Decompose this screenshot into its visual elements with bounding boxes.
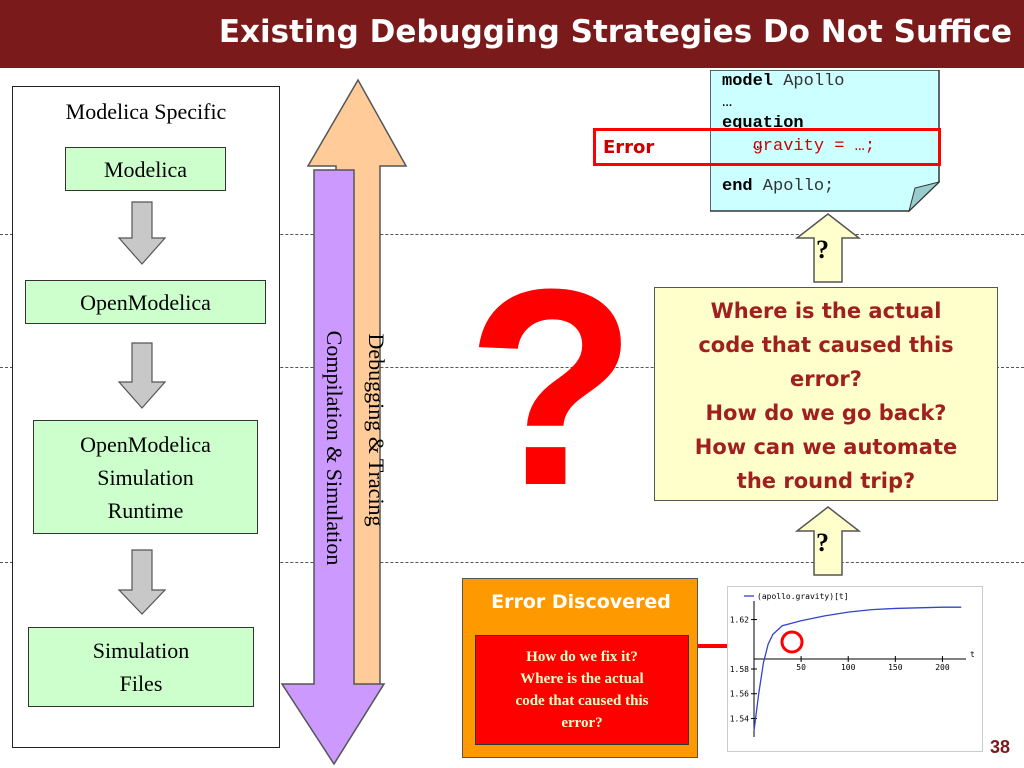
stage-modelica: Modelica — [65, 147, 226, 191]
slide-title: Existing Debugging Strategies Do Not Suf… — [218, 14, 1012, 50]
divider-line-1 — [0, 234, 1024, 235]
stage-label: Modelica — [103, 156, 188, 182]
question-line: How do we go back? — [705, 401, 947, 425]
y-tick-label: 1.58 — [730, 665, 749, 674]
x-axis-label: t — [970, 650, 975, 659]
question-up-arrow-top — [795, 213, 861, 283]
error-discovered-questions: How do we fix it? Where is the actual co… — [475, 635, 689, 745]
keyword-end: end — [722, 177, 753, 196]
question-mark-bottom: ? — [816, 528, 829, 557]
code-ellipsis: … — [722, 135, 763, 154]
error-question-line: Where is the actual — [520, 671, 644, 687]
y-tick-label: 1.62 — [730, 616, 749, 625]
x-tick-label: 200 — [935, 663, 950, 672]
divider-line-2 — [0, 367, 1024, 368]
down-arrow-3 — [117, 549, 167, 615]
error-circle-marker — [780, 630, 804, 654]
code-note — [710, 70, 940, 212]
question-line: How can we automate — [694, 435, 958, 459]
big-question-mark: ? — [466, 232, 638, 544]
error-highlight-box — [593, 128, 941, 166]
down-arrow-1 — [117, 201, 167, 265]
question-mark-top: ? — [816, 235, 829, 264]
title-bar — [0, 0, 1024, 68]
y-tick-label: 1.56 — [730, 690, 749, 699]
question-line: Where is the actual — [710, 299, 942, 323]
keyword-model: model — [722, 72, 774, 91]
question-line: code that caused this — [698, 333, 954, 357]
question-line: error? — [790, 367, 862, 391]
question-line: the round trip? — [736, 469, 916, 493]
process-arrows — [280, 78, 408, 766]
question-up-arrow-bottom — [795, 506, 861, 576]
question-box: Where is the actual code that caused thi… — [654, 287, 998, 501]
code-ellipsis: … — [722, 93, 733, 112]
gravity-plot: 50 100 150 200 t 1.62 1.58 1.56 1.54 (apollo.grav… — [727, 586, 983, 752]
end-model-name: Apollo; — [752, 177, 835, 196]
stage-arrows — [117, 201, 167, 615]
compilation-down-arrow — [280, 169, 386, 766]
x-tick-label: 100 — [841, 663, 856, 672]
error-discovered-panel: Error Discovered How do we fix it? Where… — [462, 578, 698, 758]
x-tick-label: 150 — [888, 663, 903, 672]
error-label: Error — [603, 137, 655, 158]
x-tick-label: 50 — [796, 663, 806, 672]
stage-label: Simulation Files — [92, 638, 190, 696]
error-question-line: How do we fix it? — [526, 649, 638, 665]
error-question-line: code that caused this — [515, 693, 649, 709]
down-arrow-2 — [117, 342, 167, 409]
stage-simulation-runtime: OpenModelica Simulation Runtime — [33, 420, 258, 534]
legend-label: (apollo.gravity)[t] — [757, 592, 849, 601]
divider-line-3 — [0, 562, 1024, 563]
panel-label: Modelica Specific — [65, 99, 227, 124]
debugging-tracing-label: Debugging & Tracing — [364, 333, 389, 527]
plot-canvas: 50 100 150 200 t 1.62 1.58 1.56 1.54 (apollo.grav… — [730, 592, 975, 737]
series-line — [753, 606, 962, 731]
stage-label: OpenModelica — [80, 289, 211, 315]
y-tick-label: 1.54 — [730, 714, 749, 723]
stage-label: OpenModelica Simulation Runtime — [80, 431, 211, 523]
stage-openmodelica: OpenModelica — [25, 280, 266, 324]
gravity-equation: gravity = …; — [722, 137, 876, 156]
stage-simulation-files: Simulation Files — [28, 627, 254, 707]
error-question-line: error? — [561, 715, 603, 731]
compilation-simulation-label: Compilation & Simulation — [322, 330, 347, 566]
page-number: 38 — [989, 737, 1010, 757]
error-discovered-title: Error Discovered — [491, 591, 671, 613]
model-name: Apollo — [773, 72, 845, 91]
